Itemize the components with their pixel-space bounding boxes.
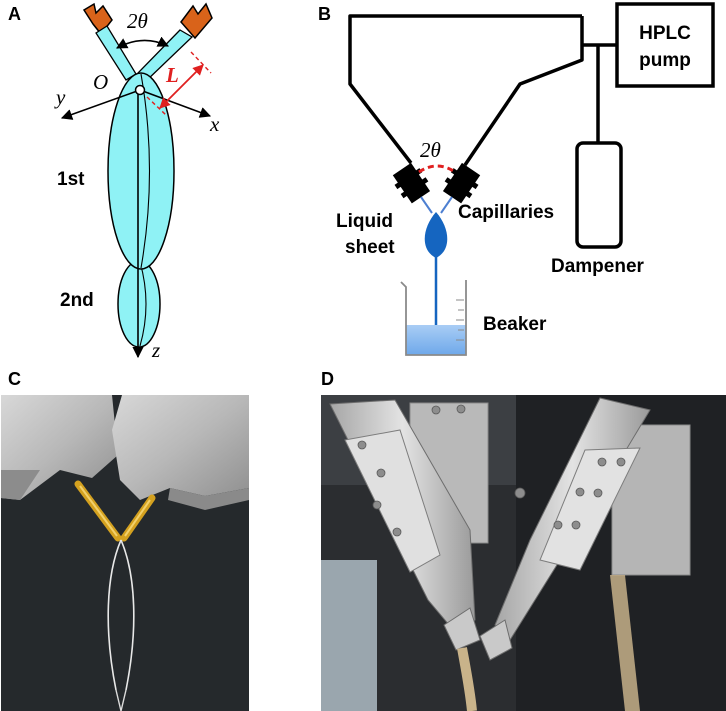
origin-label: O <box>93 70 108 94</box>
pump-label-line1: HPLC <box>639 23 691 44</box>
hplc-pump-box <box>615 2 715 88</box>
right-capillary-holder <box>442 162 481 204</box>
z-axis-label: z <box>151 338 160 362</box>
panel-c: C <box>1 369 249 711</box>
panel-d-letter: D <box>321 369 334 389</box>
first-sheet-label: 1st <box>57 169 85 190</box>
liquid-sheet-label-line1: Liquid <box>336 211 393 232</box>
liquid-sheet-drop <box>424 212 448 258</box>
capillaries-label: Capillaries <box>458 202 554 223</box>
right-nozzle <box>135 2 213 83</box>
beaker-label: Beaker <box>483 314 547 335</box>
panel-b-letter: B <box>318 4 331 24</box>
right-capillary <box>440 196 453 214</box>
second-sheet-label: 2nd <box>60 290 94 311</box>
left-tube <box>348 14 582 165</box>
origin-point <box>134 84 146 96</box>
panel-c-letter: C <box>8 369 21 389</box>
pump-label-line2: pump <box>639 50 691 71</box>
angle-arc-a <box>116 36 170 49</box>
second-sheet-shape <box>117 260 161 348</box>
panel-d: D <box>321 369 726 711</box>
panel-a: A 2θ z y x O L 1st <box>8 2 220 362</box>
dampener-label: Dampener <box>551 256 645 277</box>
photo-c <box>1 395 249 711</box>
first-sheet-shape <box>107 72 175 270</box>
angle-label-a: 2θ <box>127 9 148 33</box>
dampener-box <box>575 141 623 249</box>
beaker <box>400 280 467 356</box>
left-capillary <box>420 196 433 214</box>
photo-d <box>321 395 726 711</box>
y-axis-label: y <box>54 85 66 109</box>
x-axis-label: x <box>209 112 220 136</box>
left-nozzle <box>82 2 137 81</box>
angle-arc-b <box>418 164 456 174</box>
liquid-sheet-label-line2: sheet <box>345 237 395 258</box>
y-axis <box>60 89 141 120</box>
right-tube <box>463 16 584 166</box>
left-capillary-holder <box>392 162 431 204</box>
panel-a-letter: A <box>8 4 21 24</box>
panel-b: B HPLC pump Dampener 2θ <box>318 2 715 356</box>
length-label: L <box>165 63 179 87</box>
angle-label-b: 2θ <box>420 138 441 162</box>
length-arrow <box>159 64 204 109</box>
